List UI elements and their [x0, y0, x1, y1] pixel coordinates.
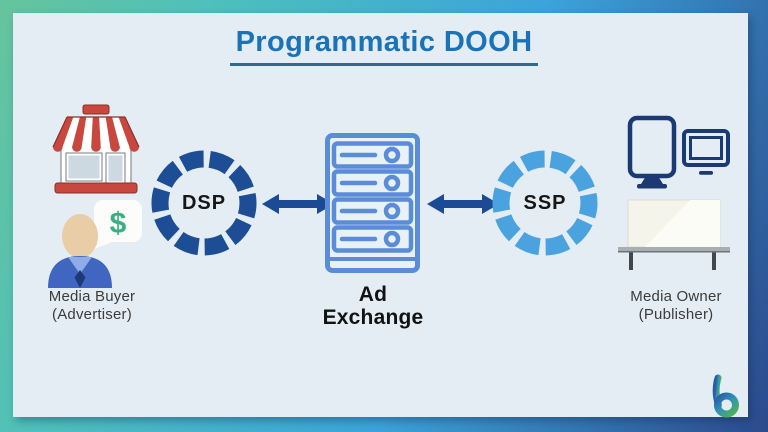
ssp-label: SSP	[523, 191, 567, 214]
title-wrap: Programmatic DOOH	[0, 26, 768, 66]
dsp-ring: DSP	[151, 150, 257, 256]
b-logo	[705, 374, 741, 418]
media-buyer-label-line1: Media Buyer	[48, 288, 136, 305]
desktop-monitor-icon	[682, 129, 730, 175]
media-owner-label-line2: (Publisher)	[638, 305, 714, 323]
person-collar	[68, 257, 92, 274]
billboard-icon	[615, 198, 733, 270]
media-owner-label: Media Owner (Publisher)	[601, 288, 751, 323]
dollar-sign-icon: $	[110, 207, 127, 240]
media-buyer-label-line2: (Advertiser)	[52, 305, 132, 323]
portrait-display-icon	[627, 115, 677, 189]
ad-exchange-server-icon	[325, 133, 420, 273]
speech-bubble	[94, 200, 142, 242]
ssp-ring: SSP	[492, 150, 598, 256]
ad-exchange-label: Ad Exchange	[300, 283, 446, 329]
ad-exchange-label-line2: Exchange	[322, 306, 424, 329]
page-title: Programmatic DOOH	[229, 26, 539, 66]
dsp-label: DSP	[181, 191, 227, 214]
ssp-ring-icon	[492, 150, 598, 256]
person-head	[62, 214, 98, 258]
arrow-exchange-ssp-icon	[427, 193, 499, 215]
person-tie	[74, 270, 86, 288]
media-buyer-label: Media Buyer (Advertiser)	[17, 288, 167, 323]
storefront-icon	[46, 104, 146, 194]
media-owner-label-line1: Media Owner	[630, 288, 722, 305]
media-buyer-person-icon: $	[44, 200, 144, 288]
dsp-ring-icon	[151, 150, 257, 256]
arrow-dsp-exchange-icon	[262, 193, 334, 215]
ad-exchange-label-line1: Ad	[358, 283, 388, 306]
digital-screens-icon	[618, 114, 730, 190]
